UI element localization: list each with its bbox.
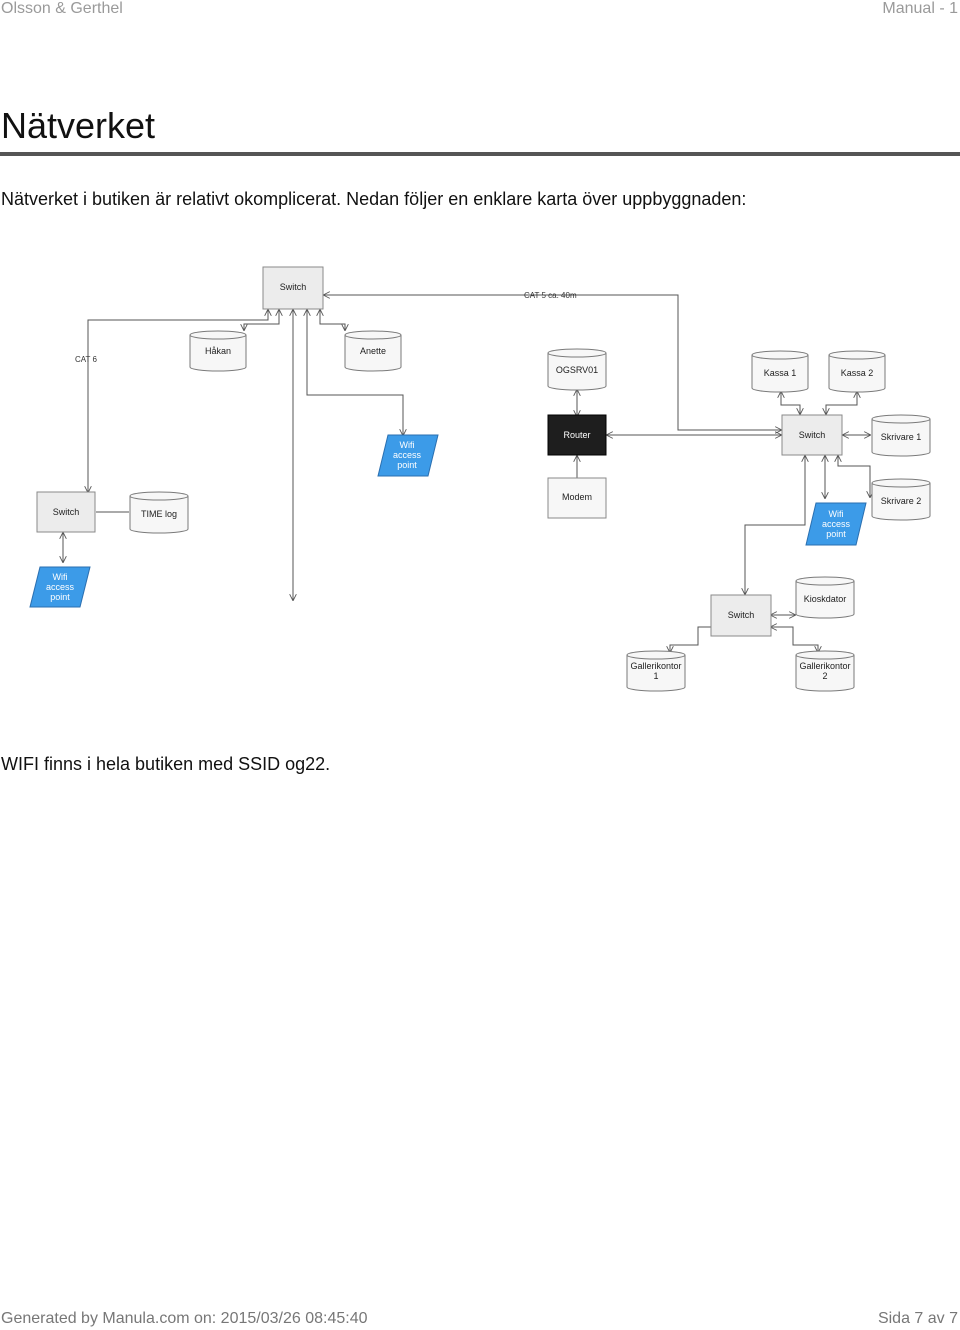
network-wires xyxy=(63,295,870,652)
header-company: Olsson & Gerthel xyxy=(1,0,123,17)
wifi-label-1: Wifi xyxy=(400,440,415,450)
storage-gallerikontor-2-number: 2 xyxy=(822,671,827,681)
intro-paragraph: Nätverket i butiken är relativt okomplic… xyxy=(1,189,747,209)
router-label: Router xyxy=(563,430,590,440)
switch-left-label: Switch xyxy=(53,507,80,517)
storage-kioskdator: Kioskdator xyxy=(795,576,855,619)
wifi-label-3: point xyxy=(826,529,846,539)
modem: Modem xyxy=(547,477,607,519)
storage-anette: Anette xyxy=(344,330,402,372)
wifi-access-point-right: Wifi access point xyxy=(805,502,867,546)
footer-generated: Generated by Manula.com on: 2015/03/26 0… xyxy=(1,1310,368,1327)
wifi-label-2: access xyxy=(46,582,75,592)
network-diagram: CAT 5 ca. 40m CAT 6 Switch Håkan Anette … xyxy=(29,266,931,692)
cable-label-cat6: CAT 6 xyxy=(75,355,97,364)
wifi-label-3: point xyxy=(397,460,417,470)
wifi-access-point-left: Wifi access point xyxy=(29,566,91,608)
storage-gallerikontor-2-label: Gallerikontor xyxy=(799,661,850,671)
header-manual-page: Manual - 1 xyxy=(882,0,958,17)
router: Router xyxy=(547,414,607,456)
storage-skrivare-2: Skrivare 2 xyxy=(871,478,931,521)
storage-kassa-1: Kassa 1 xyxy=(751,350,809,393)
storage-skrivare-2-label: Skrivare 2 xyxy=(881,496,922,506)
storage-hakan: Håkan xyxy=(189,330,247,372)
storage-kassa-2: Kassa 2 xyxy=(828,350,886,393)
storage-gallerikontor-1-number: 1 xyxy=(653,671,658,681)
server-ogsrv01: OGSRV01 xyxy=(547,348,607,391)
wifi-label-1: Wifi xyxy=(53,572,68,582)
storage-gallerikontor-1: Gallerikontor 1 xyxy=(626,650,686,692)
storage-time-log: TIME log xyxy=(129,491,189,534)
storage-skrivare-1: Skrivare 1 xyxy=(871,414,931,457)
storage-hakan-label: Håkan xyxy=(205,346,231,356)
wifi-label-2: access xyxy=(393,450,422,460)
modem-label: Modem xyxy=(562,492,592,502)
wifi-label-1: Wifi xyxy=(829,509,844,519)
wifi-note-paragraph: WIFI finns i hela butiken med SSID og22. xyxy=(1,754,331,774)
footer-page-number: Sida 7 av 7 xyxy=(877,1310,958,1327)
storage-gallerikontor-2: Gallerikontor 2 xyxy=(795,650,855,692)
switch-right-label: Switch xyxy=(799,430,826,440)
title-divider xyxy=(0,152,960,156)
page-title: Nätverket xyxy=(1,105,156,146)
server-ogsrv01-label: OGSRV01 xyxy=(556,365,598,375)
storage-gallerikontor-1-label: Gallerikontor xyxy=(630,661,681,671)
switch-bottom: Switch xyxy=(710,594,772,637)
switch-left: Switch xyxy=(36,491,96,533)
storage-skrivare-1-label: Skrivare 1 xyxy=(881,432,922,442)
wifi-label-3: point xyxy=(50,592,70,602)
switch-main: Switch xyxy=(262,266,324,310)
cable-label-cat5: CAT 5 ca. 40m xyxy=(524,291,577,300)
switch-right: Switch xyxy=(781,414,843,456)
switch-main-label: Switch xyxy=(280,282,307,292)
storage-kassa-1-label: Kassa 1 xyxy=(764,368,797,378)
wifi-label-2: access xyxy=(822,519,851,529)
storage-kioskdator-label: Kioskdator xyxy=(804,594,847,604)
switch-bottom-label: Switch xyxy=(728,610,755,620)
storage-time-log-label: TIME log xyxy=(141,509,177,519)
storage-anette-label: Anette xyxy=(360,346,386,356)
wifi-access-point-middle: Wifi access point xyxy=(377,434,439,477)
storage-kassa-2-label: Kassa 2 xyxy=(841,368,874,378)
